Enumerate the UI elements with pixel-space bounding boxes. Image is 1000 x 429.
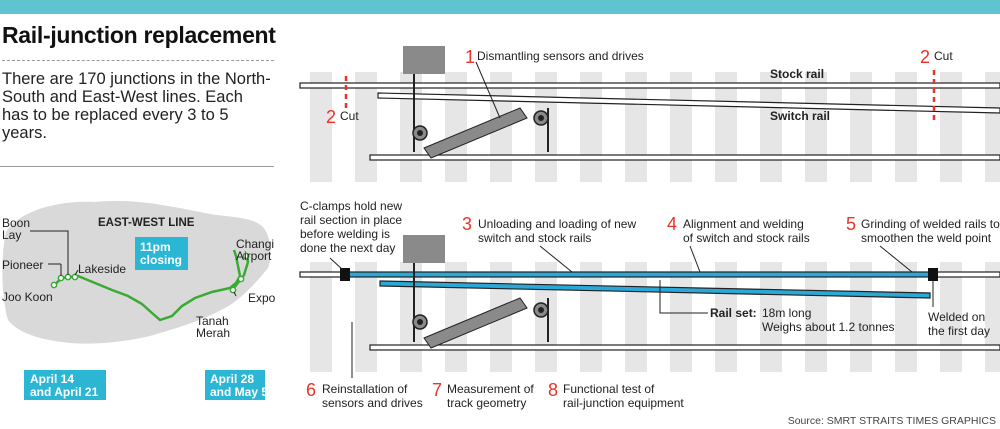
date-east-1: April 28 bbox=[210, 372, 254, 386]
closing-badge bbox=[135, 237, 188, 270]
cut-right-text: Cut bbox=[934, 49, 953, 63]
station-boon-lay-2: Lay bbox=[2, 228, 21, 242]
rail-set-length: 18m long bbox=[762, 306, 811, 320]
c-clamp-left bbox=[340, 268, 350, 281]
top-stock-rail bbox=[299, 82, 1000, 89]
rail-set-weight: Weighs about 1.2 tonnes bbox=[762, 320, 895, 334]
top-switch-rail bbox=[377, 92, 1000, 114]
cut-right-number: 2 bbox=[920, 47, 930, 67]
east-west-line-label: EAST-WEST LINE bbox=[98, 217, 195, 229]
step5-number: 5 bbox=[846, 214, 856, 234]
top-lower-rail bbox=[369, 154, 1000, 161]
station-tanah-merah-1: Tanah bbox=[196, 314, 229, 328]
station-pioneer: Pioneer bbox=[2, 258, 43, 272]
top-drive-box bbox=[403, 46, 445, 74]
step4-number: 4 bbox=[667, 214, 677, 234]
station-lakeside: Lakeside bbox=[78, 262, 126, 276]
station-changi-2: Airport bbox=[236, 249, 272, 263]
closing-badge-line2: closing bbox=[140, 253, 182, 267]
bottom-lower-rail bbox=[369, 344, 1000, 351]
top-rails bbox=[299, 82, 1000, 161]
date-east-2: and May 5 bbox=[210, 385, 268, 399]
step6-text-2: sensors and drives bbox=[322, 396, 423, 410]
step3-number: 3 bbox=[462, 214, 472, 234]
bottom-drive-rod bbox=[423, 297, 528, 349]
station-leaders bbox=[30, 230, 237, 297]
title-divider bbox=[2, 60, 274, 61]
station-boon-lay-1: Boon bbox=[2, 216, 30, 230]
date-west-1: April 14 bbox=[30, 372, 74, 386]
station-joo-koon: Joo Koon bbox=[2, 290, 53, 304]
step6-text-1: Reinstallation of bbox=[322, 382, 408, 396]
bottom-new-stock-rail bbox=[344, 271, 931, 278]
step3-text-2: switch and stock rails bbox=[478, 231, 591, 245]
bottom-old-stock-rail bbox=[299, 271, 346, 278]
step3-text-1: Unloading and loading of new bbox=[478, 217, 636, 231]
page-title: Rail-junction replacement bbox=[2, 22, 276, 48]
section-divider bbox=[0, 166, 274, 167]
map: Boon Lay Pioneer Lakeside Joo Koon EAST-… bbox=[2, 200, 276, 400]
station-pioneer-dot bbox=[57, 274, 65, 282]
station-expo: Expo bbox=[248, 291, 276, 305]
step8-number: 8 bbox=[548, 380, 558, 400]
cclamp-text-1: C-clamps hold new bbox=[300, 199, 402, 213]
step1-text: Dismantling sensors and drives bbox=[477, 49, 644, 63]
station-tanah-merah-dot bbox=[229, 286, 237, 294]
intro-text: There are 170 junctions in the North-Sou… bbox=[2, 70, 271, 142]
cclamp-text-2: rail section in place bbox=[300, 213, 402, 227]
station-changi-1: Changi bbox=[236, 237, 274, 251]
bottom-track: C-clamps hold new rail section in place … bbox=[299, 199, 1000, 410]
step8-text-1: Functional test of bbox=[563, 382, 655, 396]
date-badge-west bbox=[24, 370, 106, 400]
step4-text-2: of switch and stock rails bbox=[683, 231, 810, 245]
source-credit: Source: SMRT STRAITS TIMES GRAPHICS bbox=[788, 415, 996, 427]
step7-text-2: track geometry bbox=[447, 396, 526, 410]
bottom-leaders bbox=[329, 245, 934, 378]
station-tanah-merah-2: Merah bbox=[196, 326, 230, 340]
station-boon-lay-dot bbox=[64, 273, 72, 281]
date-badge-east bbox=[205, 370, 265, 400]
step5-text-2: smoothen the weld point bbox=[861, 231, 992, 245]
step7-text-1: Measurement of bbox=[447, 382, 534, 396]
singapore-map-shape bbox=[2, 200, 271, 344]
stock-rail-label: Stock rail bbox=[770, 67, 824, 81]
bottom-new-switch-rail bbox=[379, 280, 931, 299]
date-west-2: and April 21 bbox=[30, 385, 99, 399]
station-joo-koon-dot bbox=[50, 281, 58, 289]
rail-set-label: Rail set: bbox=[710, 306, 757, 320]
cclamp-text-4: done the next day bbox=[300, 241, 395, 255]
station-markers bbox=[50, 252, 250, 294]
top-track: 1 Dismantling sensors and drives 2 Cut 2… bbox=[299, 46, 1000, 182]
top-accent-bar bbox=[0, 0, 1000, 14]
station-changi-airport-dot bbox=[242, 252, 250, 260]
step7-number: 7 bbox=[432, 380, 442, 400]
welded-text-2: the first day bbox=[928, 324, 990, 338]
closing-badge-line1: 11pm bbox=[140, 240, 171, 254]
top-drive-rod bbox=[423, 107, 528, 159]
step5-text-1: Grinding of welded rails to bbox=[861, 217, 1000, 231]
cut-left-number: 2 bbox=[326, 107, 336, 127]
welded-text-1: Welded on bbox=[928, 310, 985, 324]
step8-text-2: rail-junction equipment bbox=[563, 396, 684, 410]
step4-text-1: Alignment and welding bbox=[683, 217, 804, 231]
step6-number: 6 bbox=[306, 380, 316, 400]
step1-number: 1 bbox=[465, 47, 475, 67]
cclamp-text-3: before welding is bbox=[300, 227, 390, 241]
bottom-drive-box bbox=[403, 235, 445, 263]
station-lakeside-dot bbox=[71, 273, 79, 281]
weld-point-right bbox=[928, 268, 938, 281]
switch-rail-label: Switch rail bbox=[770, 109, 830, 123]
cut-left-text: Cut bbox=[340, 109, 359, 123]
station-expo-dot bbox=[237, 275, 245, 283]
